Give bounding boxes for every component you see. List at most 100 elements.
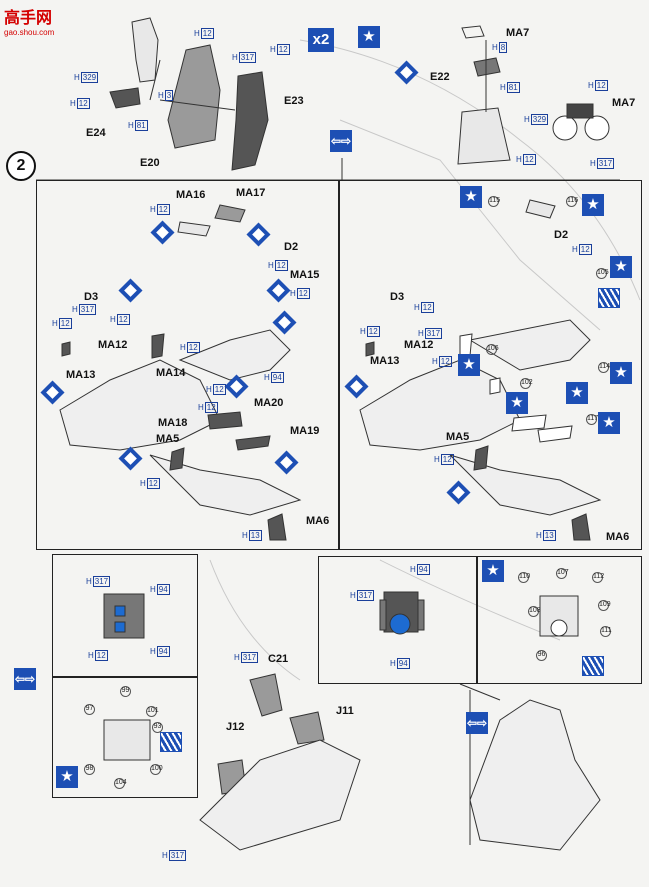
part-label: MA20 bbox=[254, 397, 284, 409]
part-label: MA14 bbox=[156, 367, 186, 379]
callout-number: 106 bbox=[486, 344, 499, 355]
detail-frame-right bbox=[338, 180, 642, 550]
part-label: MA16 bbox=[176, 189, 206, 201]
callout-number: 112 bbox=[592, 572, 604, 583]
part-label: MA13 bbox=[66, 369, 96, 381]
part-label: MA5 bbox=[446, 431, 470, 443]
detail-frame-lower-right-a bbox=[318, 556, 478, 684]
part-label: MA13 bbox=[370, 355, 400, 367]
stripe-decal-icon bbox=[160, 732, 182, 752]
star-marker-icon: ★ bbox=[598, 412, 620, 434]
callout-number: 115 bbox=[488, 196, 500, 207]
part-label: D3 bbox=[84, 291, 99, 303]
part-label: D3 bbox=[390, 291, 405, 303]
part-label: MA7 bbox=[506, 27, 530, 39]
callout-number: 116 bbox=[566, 196, 578, 207]
star-marker-icon: ★ bbox=[56, 766, 78, 788]
detail-frame-lower-left-bottom bbox=[52, 676, 198, 798]
callout-number: 114 bbox=[598, 362, 610, 373]
part-label: MA19 bbox=[290, 425, 320, 437]
quantity-multiplier: x2 bbox=[308, 28, 334, 52]
step-number: 2 bbox=[6, 151, 36, 181]
callout-number: 111 bbox=[600, 626, 612, 637]
part-label: MA12 bbox=[404, 339, 434, 351]
part-label: MA6 bbox=[606, 531, 630, 543]
part-label: D2 bbox=[554, 229, 569, 241]
stripe-decal-icon bbox=[598, 288, 620, 308]
callout-number: 102 bbox=[520, 378, 533, 389]
star-marker-icon: ★ bbox=[610, 362, 632, 384]
callout-number: 107 bbox=[556, 568, 569, 579]
part-label: MA6 bbox=[306, 515, 330, 527]
star-marker-icon: ★ bbox=[610, 256, 632, 278]
part-label: J11 bbox=[336, 705, 354, 717]
part-label: E20 bbox=[140, 157, 160, 169]
watermark-logo: 高手网 gao.shou.com bbox=[4, 4, 54, 37]
callout-number: 98 bbox=[84, 764, 95, 775]
part-label: MA18 bbox=[158, 417, 188, 429]
part-label: D2 bbox=[284, 241, 299, 253]
callout-number: 99 bbox=[120, 686, 131, 697]
detail-frame-left bbox=[36, 180, 340, 550]
direction-arrow-icon: ⇦⇨ bbox=[14, 668, 36, 690]
callout-number: 101 bbox=[146, 706, 159, 717]
direction-arrow-icon: ⇦⇨ bbox=[466, 712, 488, 734]
part-label: MA12 bbox=[98, 339, 128, 351]
star-marker-icon: ★ bbox=[482, 560, 504, 582]
star-marker-icon: ★ bbox=[566, 382, 588, 404]
part-label: MA5 bbox=[156, 433, 180, 445]
detail-frame-lower-left-top bbox=[52, 554, 198, 678]
part-label: MA7 bbox=[612, 97, 636, 109]
part-label: C21 bbox=[268, 653, 289, 665]
star-marker-icon: ★ bbox=[358, 26, 380, 48]
star-marker-icon: ★ bbox=[506, 392, 528, 414]
part-label: J12 bbox=[226, 721, 245, 733]
callout-number: 97 bbox=[84, 704, 95, 715]
part-label: E24 bbox=[86, 127, 106, 139]
callout-number: 109 bbox=[598, 600, 611, 611]
direction-arrow-icon: ⇦⇨ bbox=[330, 130, 352, 152]
callout-number: 100 bbox=[150, 764, 163, 775]
star-marker-icon: ★ bbox=[458, 354, 480, 376]
callout-number: 104 bbox=[114, 778, 127, 789]
stripe-decal-icon bbox=[582, 656, 604, 676]
part-label: MA17 bbox=[236, 187, 266, 199]
part-label: E23 bbox=[284, 95, 304, 107]
star-marker-icon: ★ bbox=[582, 194, 604, 216]
